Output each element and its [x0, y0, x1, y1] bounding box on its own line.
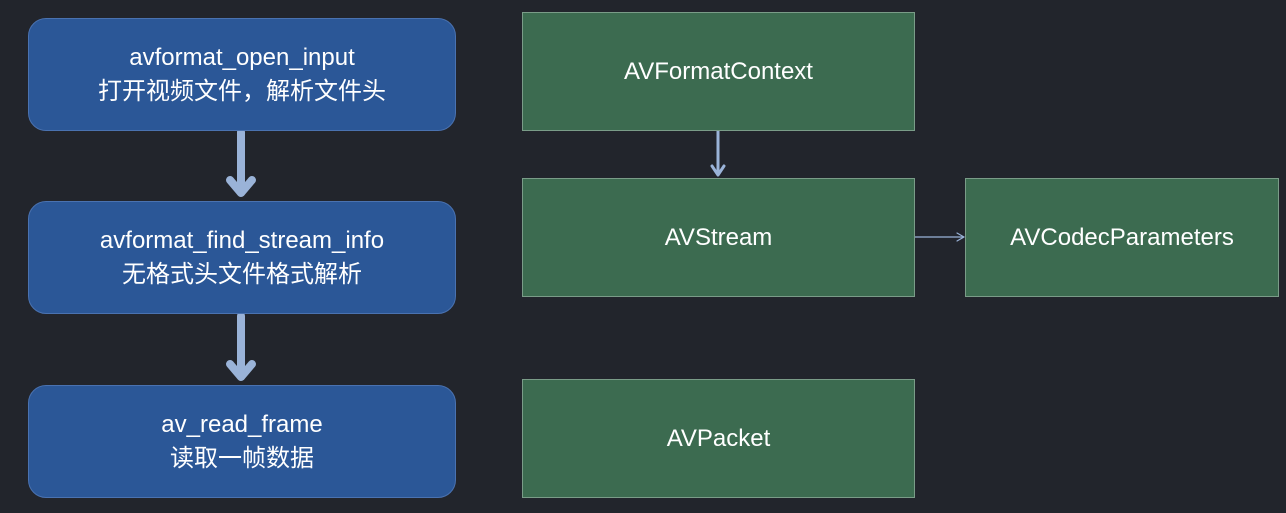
context-to-stream-arrow	[710, 129, 726, 177]
struct-avstream: AVStream	[522, 178, 915, 297]
flow-step-desc: 打开视频文件，解析文件头	[98, 77, 386, 105]
flow-step-func: avformat_find_stream_info	[99, 226, 385, 254]
flow-arrow-1	[226, 128, 256, 197]
struct-label: AVPacket	[666, 424, 771, 452]
stream-to-codecpar-arrow	[914, 232, 965, 242]
struct-avpacket: AVPacket	[522, 379, 915, 498]
struct-label: AVFormatContext	[624, 57, 813, 85]
flow-step-func: av_read_frame	[161, 410, 323, 438]
struct-label: AVStream	[664, 223, 773, 251]
flow-step-desc: 无格式头文件格式解析	[122, 260, 362, 288]
struct-avcodecparameters: AVCodecParameters	[965, 178, 1279, 297]
struct-label: AVCodecParameters	[1010, 223, 1234, 251]
flow-step-func: avformat_open_input	[129, 43, 355, 71]
flow-step-read-frame: av_read_frame 读取一帧数据	[28, 385, 456, 498]
flow-step-find-stream-info: avformat_find_stream_info 无格式头文件格式解析	[28, 201, 456, 314]
flow-step-desc: 读取一帧数据	[170, 444, 314, 472]
flow-step-open-input: avformat_open_input 打开视频文件，解析文件头	[28, 18, 456, 131]
struct-avformatcontext: AVFormatContext	[522, 12, 915, 131]
flow-arrow-2	[226, 312, 256, 381]
